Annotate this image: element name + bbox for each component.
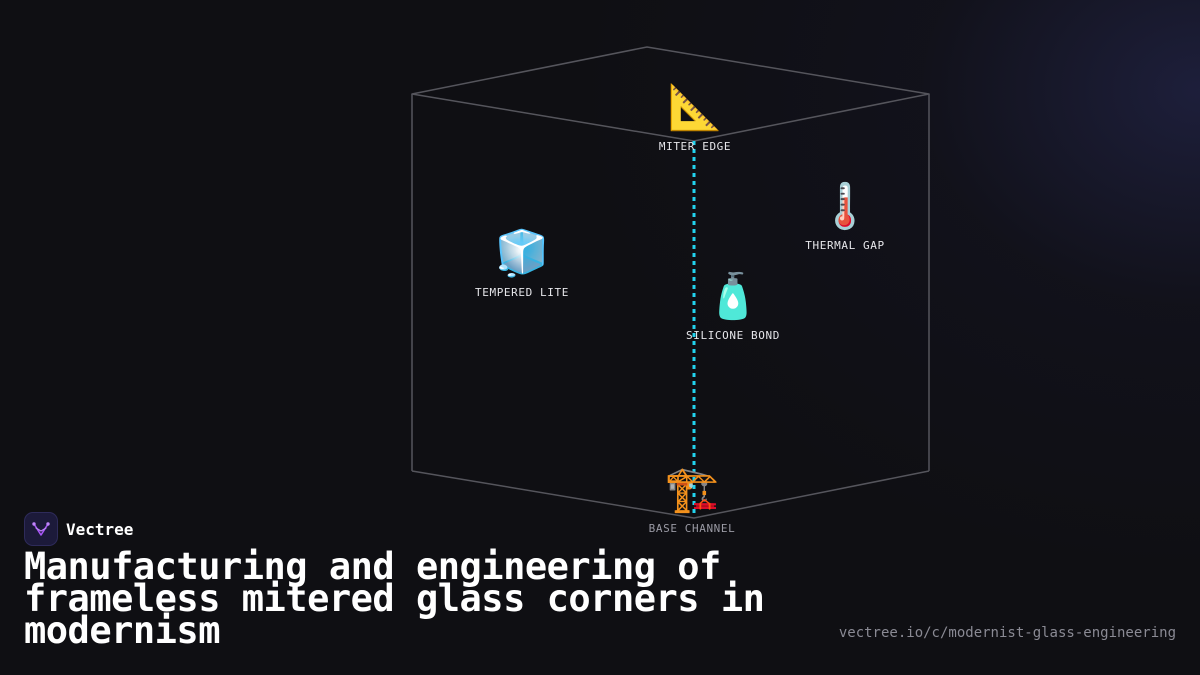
node-silicone-bond: 🧴 SILICONE BOND <box>686 271 780 342</box>
page-title: Manufacturing and engineering of framele… <box>24 545 765 652</box>
node-miter-edge: 📐 MITER EDGE <box>659 82 731 153</box>
brand-name: Vectree <box>66 519 134 539</box>
node-thermal-gap: 🌡️ THERMAL GAP <box>805 181 884 252</box>
thermometer-icon: 🌡️ <box>817 181 873 232</box>
box-bottom-edge <box>411 470 930 519</box>
ice-cube-icon: 🧊 <box>494 228 550 279</box>
construction-crane-icon: 🏗️ <box>664 464 720 515</box>
vectree-logo-icon <box>24 512 58 546</box>
node-label: TEMPERED LITE <box>475 286 569 299</box>
node-label: MITER EDGE <box>658 140 732 153</box>
node-base-channel: 🏗️ BASE CHANNEL <box>649 464 736 535</box>
page-url[interactable]: vectree.io/c/modernist-glass-engineering <box>838 625 1176 641</box>
triangular-ruler-icon: 📐 <box>667 82 723 133</box>
brand[interactable]: Vectree <box>24 512 133 546</box>
node-label: SILICONE BOND <box>686 329 780 342</box>
lotion-bottle-icon: 🧴 <box>705 271 761 322</box>
node-label: THERMAL GAP <box>805 239 885 252</box>
node-label: BASE CHANNEL <box>648 522 736 535</box>
node-tempered-lite: 🧊 TEMPERED LITE <box>475 228 569 299</box>
